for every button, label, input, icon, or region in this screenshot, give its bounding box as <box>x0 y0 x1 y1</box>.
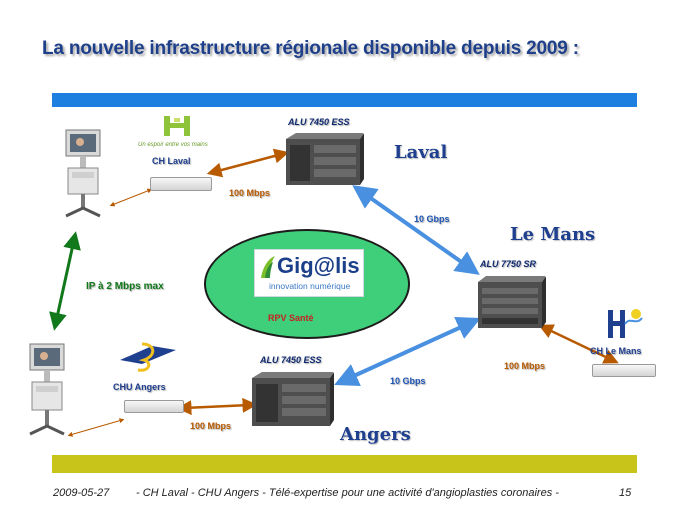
link-laval-lemans <box>352 185 480 275</box>
site-laval-label: CH Laval <box>152 156 191 166</box>
link-laval-site-label: 100 Mbps <box>229 188 271 198</box>
link-lemans-site-label: 100 Mbps <box>504 361 546 371</box>
leaf-icon <box>261 256 275 278</box>
link-laval-angers <box>49 231 81 331</box>
link-laval-lemans-label: 10 Gbps <box>414 214 450 224</box>
city-angers: Angers <box>340 424 411 445</box>
link-angers-site <box>176 397 258 416</box>
bottom-band <box>52 455 637 473</box>
gigalis-logo-word: Gig@lis <box>277 253 360 278</box>
link-angers-lemans <box>334 317 481 386</box>
footer-page-number: 15 <box>619 487 632 499</box>
gigalis-logo-tagline: innovation numérique <box>269 281 351 291</box>
site-angers-label: CHU Angers <box>113 382 166 392</box>
rpv-sante-label: RPV Santé <box>268 313 314 323</box>
footer-text: - CH Laval - CHU Angers - Télé-expertise… <box>136 487 559 499</box>
city-le-mans: Le Mans <box>510 224 596 245</box>
terminal-angers-icon <box>29 343 65 436</box>
ch-laval-logo-tagline: Un espoir entre vos mains <box>138 142 208 148</box>
link-angers-lemans-label: 10 Gbps <box>390 376 426 386</box>
router-lemans-label: ALU 7750 SR <box>480 259 537 269</box>
ch-laval-logo-icon <box>164 116 190 136</box>
router-angers-label: ALU 7450 ESS <box>260 355 322 365</box>
switch-lemans <box>592 364 656 377</box>
link-angers-site-label: 100 Mbps <box>190 421 232 431</box>
footer-date: 2009-05-27 <box>53 487 110 499</box>
ch-le-mans-logo-icon <box>608 309 643 338</box>
link-lemans-site <box>538 324 619 364</box>
link-angers-terminal <box>67 418 125 437</box>
switch-angers <box>124 400 184 413</box>
switch-laval <box>150 177 212 191</box>
slide-title: La nouvelle infrastructure régionale dis… <box>42 38 579 59</box>
router-laval-label: ALU 7450 ESS <box>288 117 350 127</box>
city-laval: Laval <box>394 142 448 163</box>
router-laval-icon <box>286 133 364 185</box>
router-angers-icon <box>252 372 334 426</box>
terminal-laval-icon <box>65 129 101 218</box>
router-lemans-icon <box>478 276 546 328</box>
gigalis-logo: Gig@lis innovation numérique <box>254 249 364 297</box>
site-lemans-label: CH Le Mans <box>590 346 642 356</box>
link-laval-site <box>206 148 290 178</box>
top-band <box>52 93 637 107</box>
link-laval-angers-label: IP à 2 Mbps max <box>86 281 164 292</box>
chu-angers-logo-icon <box>120 342 176 372</box>
link-laval-terminal <box>109 188 153 207</box>
